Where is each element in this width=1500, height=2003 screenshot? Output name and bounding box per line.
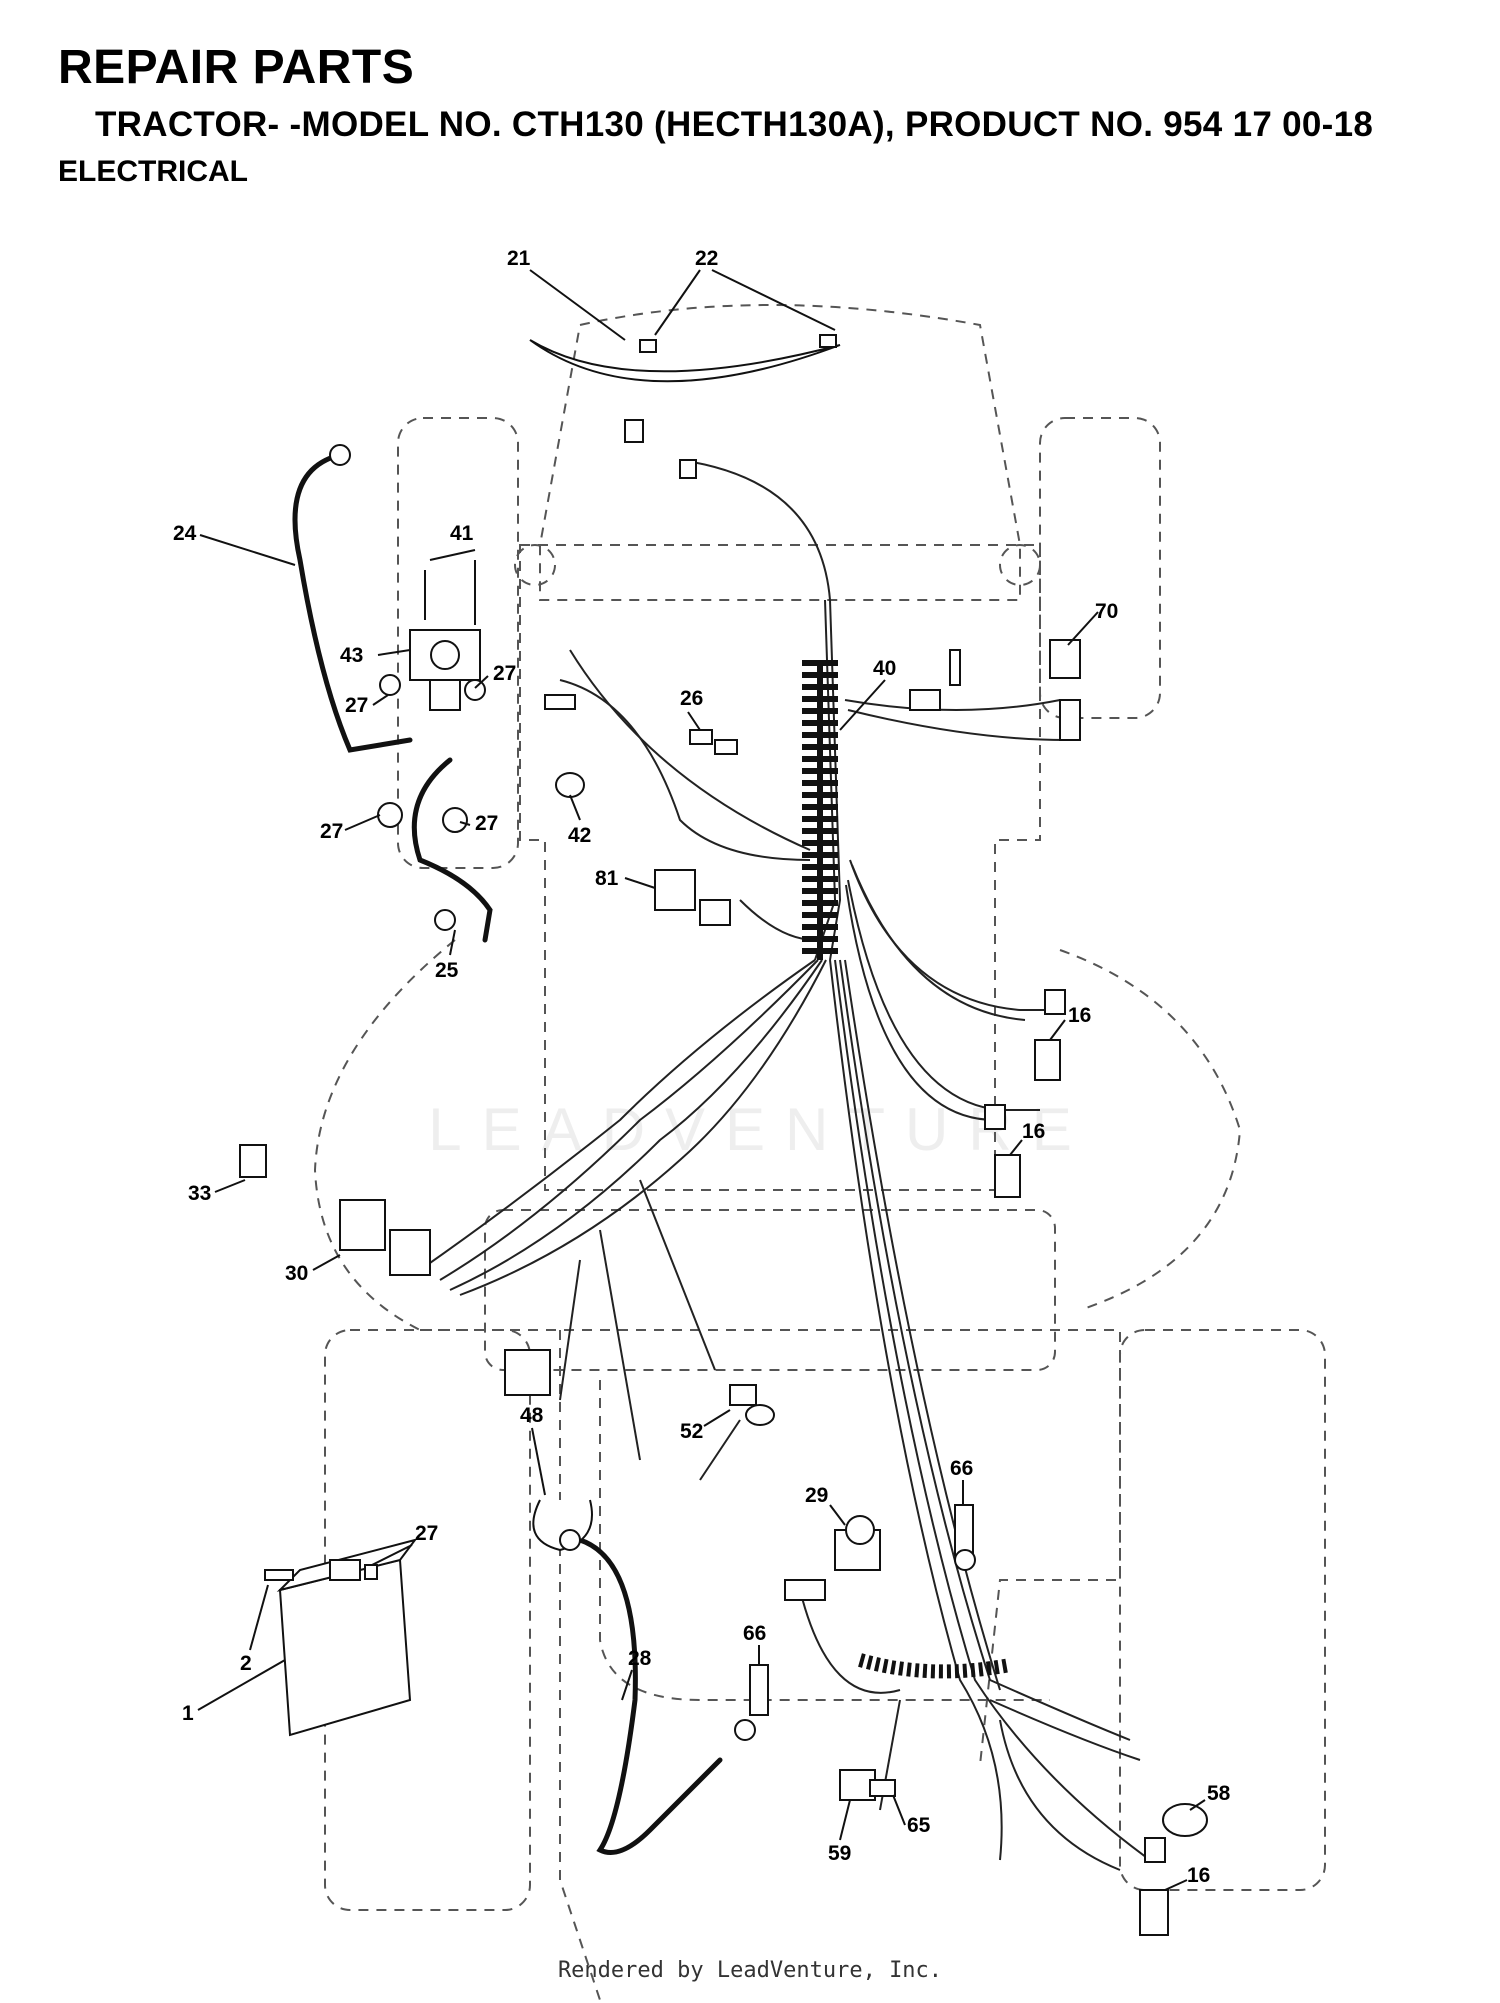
callout-66-lower: 66 [743, 1622, 766, 1645]
callout-58: 58 [1207, 1782, 1231, 1805]
callout-42: 42 [568, 824, 591, 847]
callout-27-left-lower: 27 [320, 820, 343, 843]
callout-41: 41 [450, 522, 474, 545]
callouts: 21 22 24 41 43 27 27 27 27 26 40 70 42 8… [173, 247, 1231, 1891]
wire-harness [419, 459, 1151, 1871]
callout-81: 81 [595, 867, 619, 890]
callout-70: 70 [1095, 600, 1118, 623]
model-subtitle: TRACTOR- -MODEL NO. CTH130 (HECTH130A), … [95, 105, 1374, 144]
callout-43: 43 [340, 644, 363, 667]
callout-27-right-solenoid: 27 [493, 662, 516, 685]
callout-33: 33 [188, 1182, 211, 1205]
callout-21: 21 [507, 247, 531, 270]
section-title: ELECTRICAL [58, 155, 248, 188]
callout-27-left-solenoid: 27 [345, 694, 368, 717]
callout-24: 24 [173, 522, 197, 545]
callout-30: 30 [285, 1262, 308, 1285]
callout-29: 29 [805, 1484, 828, 1507]
watermark: LEADVENTURE [428, 1096, 1091, 1163]
callout-48: 48 [520, 1404, 544, 1427]
callout-28: 28 [628, 1647, 652, 1670]
callout-25: 25 [435, 959, 459, 982]
callout-65: 65 [907, 1814, 931, 1837]
callout-40: 40 [873, 657, 896, 680]
callout-27-right-lower: 27 [475, 812, 498, 835]
parts [239, 334, 1208, 1936]
footer-credit: Rendered by LeadVenture, Inc. [557, 1958, 943, 1983]
callout-16-middle: 16 [1022, 1120, 1045, 1143]
callout-1: 1 [182, 1702, 194, 1725]
page-title: REPAIR PARTS [58, 41, 415, 94]
callout-16-lower: 16 [1187, 1864, 1210, 1887]
callout-52: 52 [680, 1420, 703, 1443]
callout-2: 2 [240, 1652, 252, 1675]
callout-16-upper: 16 [1068, 1004, 1091, 1027]
callout-22: 22 [695, 247, 718, 270]
callout-27-battery: 27 [415, 1522, 438, 1545]
callout-26: 26 [680, 687, 703, 710]
cables [292, 452, 723, 1855]
callout-66-upper: 66 [950, 1457, 973, 1480]
callout-59: 59 [828, 1842, 851, 1865]
